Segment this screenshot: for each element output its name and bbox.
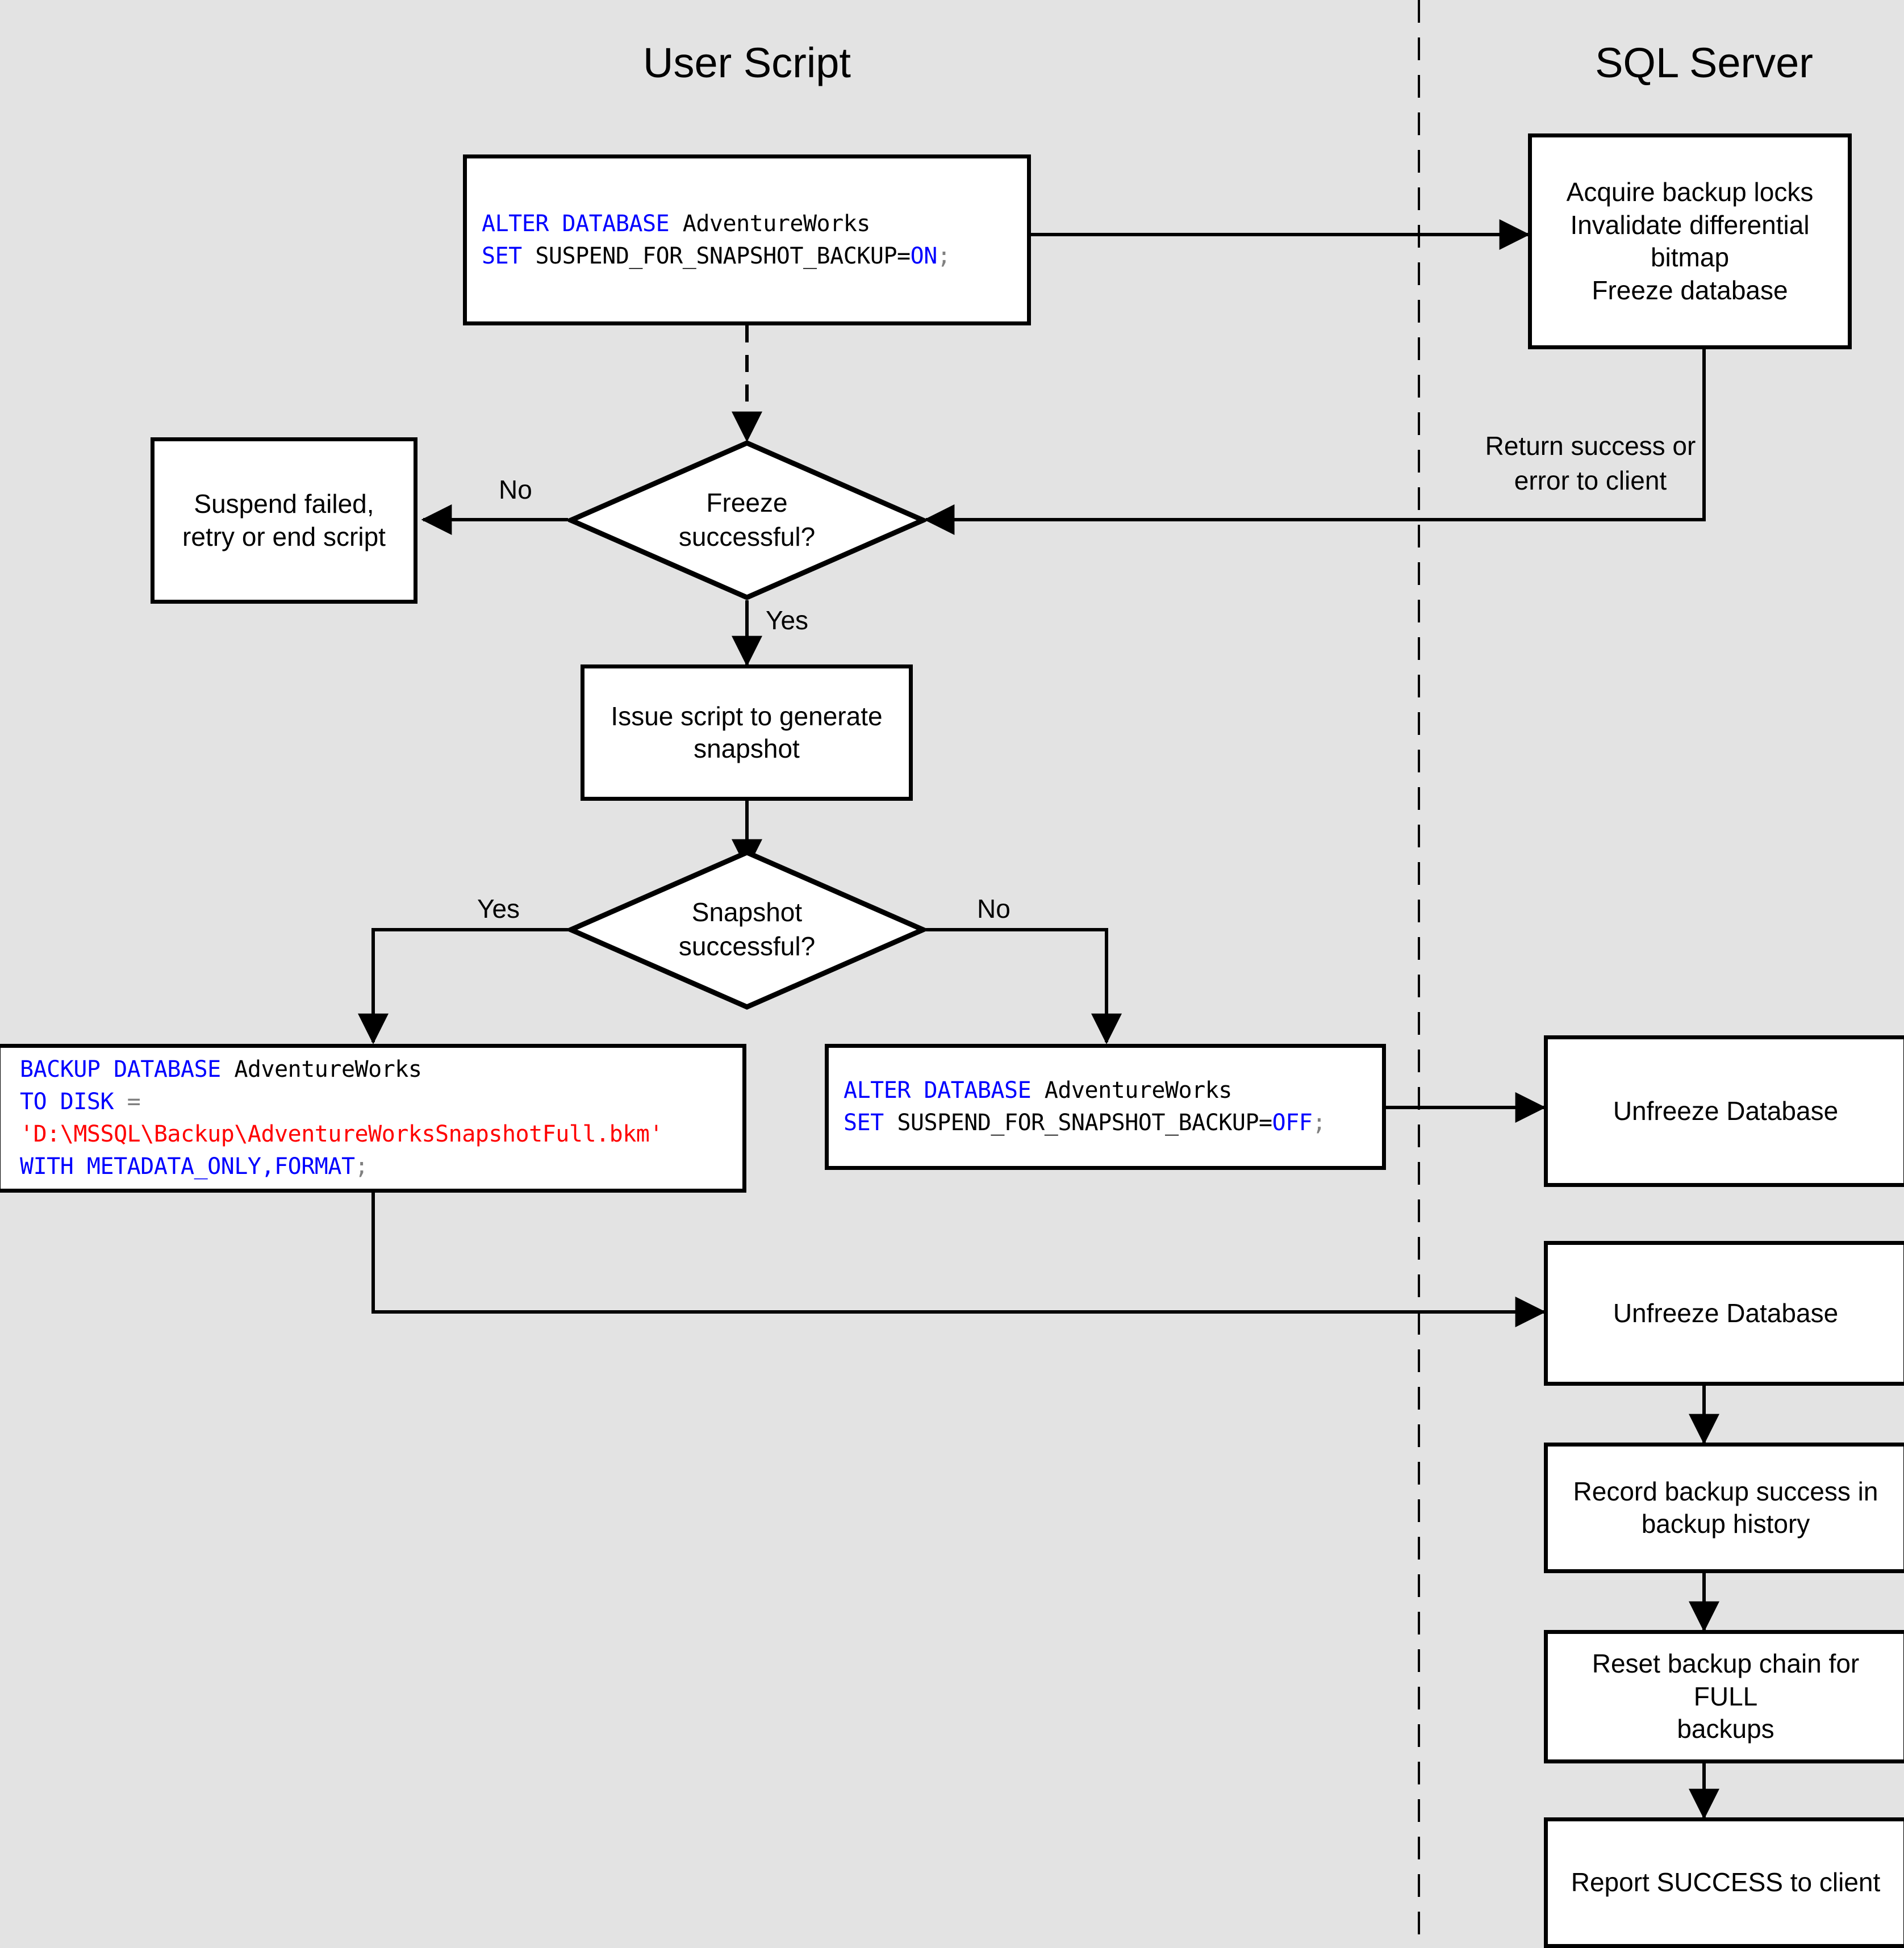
edge-backup-to-unfreeze2	[371, 1193, 1546, 1327]
node-label: Report SUCCESS to client	[1571, 1867, 1881, 1897]
node-report-success[interactable]: Report SUCCESS to client	[1544, 1817, 1904, 1948]
diamond-shape	[564, 850, 930, 1010]
node-label: Suspend failed, retry or end script	[182, 489, 386, 551]
edge-label-freeze-no: No	[499, 475, 532, 504]
node-unfreeze-database-1[interactable]: Unfreeze Database	[1544, 1035, 1904, 1187]
edge-label-freeze-yes: Yes	[766, 605, 809, 635]
decision-freeze-successful[interactable]: Freeze successful?	[564, 440, 930, 600]
diamond-shape	[564, 440, 930, 600]
edge-snapshot-yes	[358, 928, 568, 1044]
node-record-backup-success[interactable]: Record backup success in backup history	[1544, 1443, 1904, 1573]
node-backup-database[interactable]: BACKUP DATABASE AdventureWorks TO DISK =…	[0, 1044, 746, 1193]
edge-label-snapshot-yes: Yes	[477, 894, 520, 923]
code-line-2: TO DISK =	[20, 1089, 141, 1115]
decision-snapshot-successful[interactable]: Snapshot successful?	[564, 850, 930, 1010]
lane-title-sql-server: SQL Server	[1595, 39, 1813, 86]
code-line-1: ALTER DATABASE AdventureWorks	[482, 210, 870, 237]
edge-label-snapshot-no: No	[977, 894, 1011, 923]
node-label: Issue script to generate snapshot	[611, 701, 883, 764]
code-line-4: WITH METADATA_ONLY,FORMAT;	[20, 1153, 369, 1180]
code-line-1: ALTER DATABASE AdventureWorks	[844, 1077, 1232, 1104]
node-reset-backup-chain[interactable]: Reset backup chain for FULL backups	[1544, 1630, 1904, 1763]
node-issue-script[interactable]: Issue script to generate snapshot	[581, 664, 913, 801]
node-alter-suspend-on[interactable]: ALTER DATABASE AdventureWorks SET SUSPEN…	[463, 154, 1031, 325]
code-line-2: SET SUSPEND_FOR_SNAPSHOT_BACKUP=OFF;	[844, 1110, 1326, 1136]
node-label: Unfreeze Database	[1613, 1096, 1839, 1126]
node-suspend-failed[interactable]: Suspend failed, retry or end script	[151, 437, 417, 604]
edge-snapshot-no	[926, 928, 1122, 1044]
node-label: Record backup success in backup history	[1573, 1476, 1878, 1539]
note-return-success-or-error: Return success or error to client	[1485, 431, 1696, 495]
node-acquire-backup-locks[interactable]: Acquire backup locks Invalidate differen…	[1528, 133, 1852, 349]
code-line-3: 'D:\MSSQL\Backup\AdventureWorksSnapshotF…	[20, 1121, 663, 1147]
node-label: Unfreeze Database	[1613, 1298, 1839, 1328]
node-unfreeze-database-2[interactable]: Unfreeze Database	[1544, 1241, 1904, 1386]
node-label: Reset backup chain for FULL backups	[1592, 1649, 1860, 1744]
code-line-1: BACKUP DATABASE AdventureWorks	[20, 1056, 422, 1083]
lane-title-user-script: User Script	[643, 39, 851, 86]
node-alter-suspend-off[interactable]: ALTER DATABASE AdventureWorks SET SUSPEN…	[825, 1044, 1386, 1170]
node-label: Acquire backup locks Invalidate differen…	[1566, 177, 1814, 305]
code-line-2: SET SUSPEND_FOR_SNAPSHOT_BACKUP=ON;	[482, 243, 951, 269]
